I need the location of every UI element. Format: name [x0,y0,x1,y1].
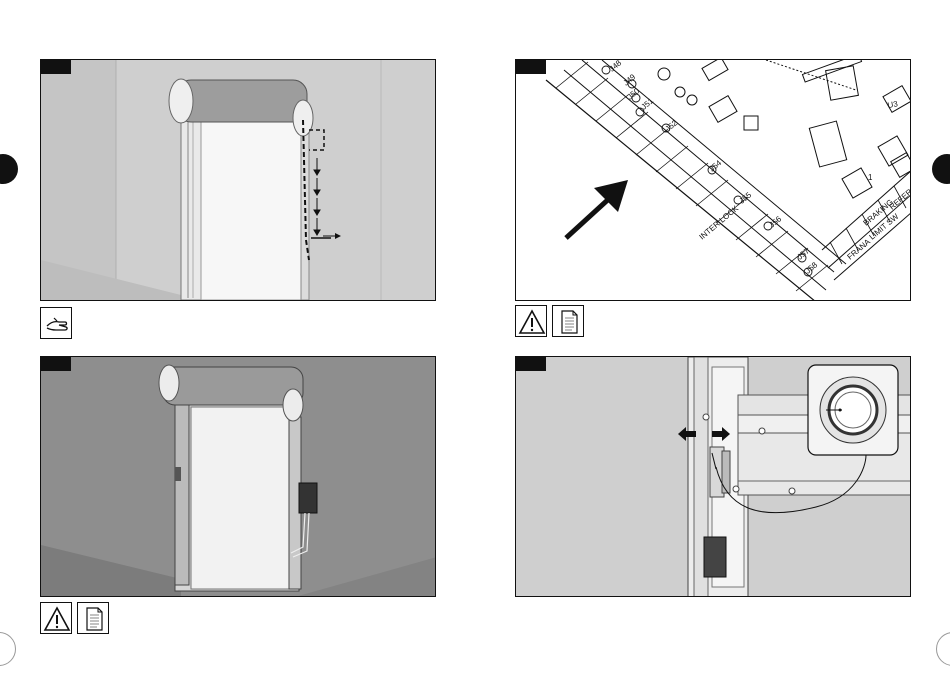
step-tab-1 [41,60,71,74]
warning-icon-box-bottom [40,602,72,634]
right-page-corner [936,632,950,666]
right-page-tab [932,154,950,184]
document-icon [78,603,110,635]
warning-icon [516,306,548,338]
step-tab-3 [41,357,71,371]
step-tab-2 [516,60,546,74]
warning-icon-box-top [515,305,547,337]
side-frame-sensor-illustration [516,357,911,597]
hand-touch-icon [41,308,73,340]
panel-side-frame-sensor [515,356,911,597]
document-icon-box-top [552,305,584,337]
panel-door-control-box [40,356,436,597]
left-page-corner [0,632,16,666]
panel-control-board: J48 J49 J50 J51 J52 J54 J55 J56 J57 J58 … [515,59,911,301]
panel-door-roll-measure [40,59,436,301]
document-icon-box-bottom [77,602,109,634]
hand-icon-box [40,307,72,339]
board-label-1: 1 [868,173,873,182]
door-roll-illustration [41,60,436,301]
document-icon [553,306,585,338]
step-tab-4 [516,357,546,371]
door-control-box-illustration [41,357,436,597]
control-board-illustration: J48 J49 J50 J51 J52 J54 J55 J56 J57 J58 … [516,60,911,301]
warning-icon [41,603,73,635]
left-page-tab [0,154,18,184]
